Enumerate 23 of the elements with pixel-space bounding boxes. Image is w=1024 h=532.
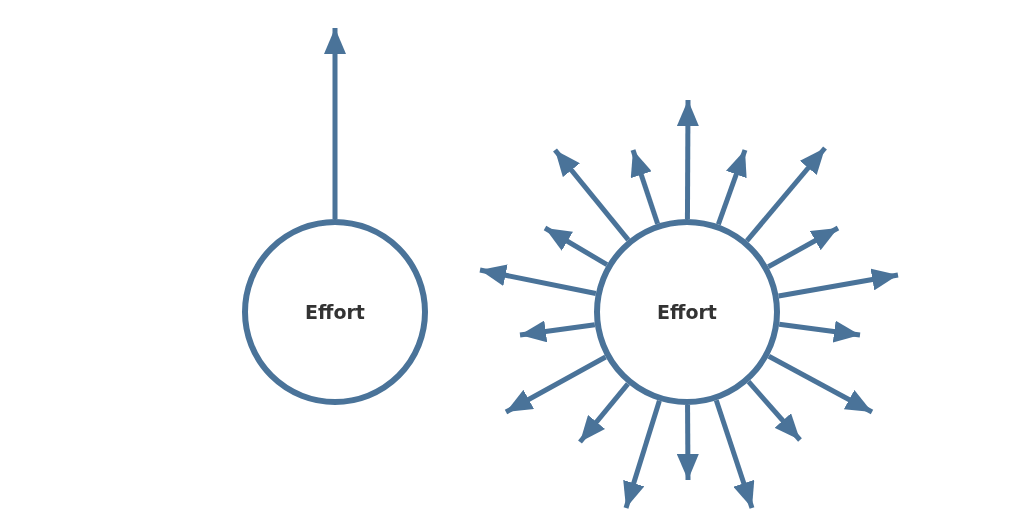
arrow <box>623 400 662 509</box>
circle-node <box>594 219 780 405</box>
arrow <box>716 149 748 226</box>
arrow <box>778 268 899 299</box>
arrow <box>324 28 346 219</box>
arrow <box>744 146 827 243</box>
circle-node <box>242 219 428 405</box>
node-label: Effort <box>305 301 365 323</box>
arrow <box>676 100 699 219</box>
arrow <box>479 264 597 296</box>
arrow <box>676 405 699 480</box>
arrow <box>778 320 861 343</box>
node-label: Effort <box>657 301 717 323</box>
arrow <box>578 382 630 444</box>
arrow <box>504 354 607 415</box>
arrow <box>553 148 631 242</box>
arrow <box>767 354 874 415</box>
arrow <box>630 149 660 225</box>
arrow <box>543 225 609 267</box>
arrow <box>746 380 802 442</box>
arrow <box>713 399 755 509</box>
arrow <box>519 320 596 343</box>
arrow <box>767 225 840 269</box>
